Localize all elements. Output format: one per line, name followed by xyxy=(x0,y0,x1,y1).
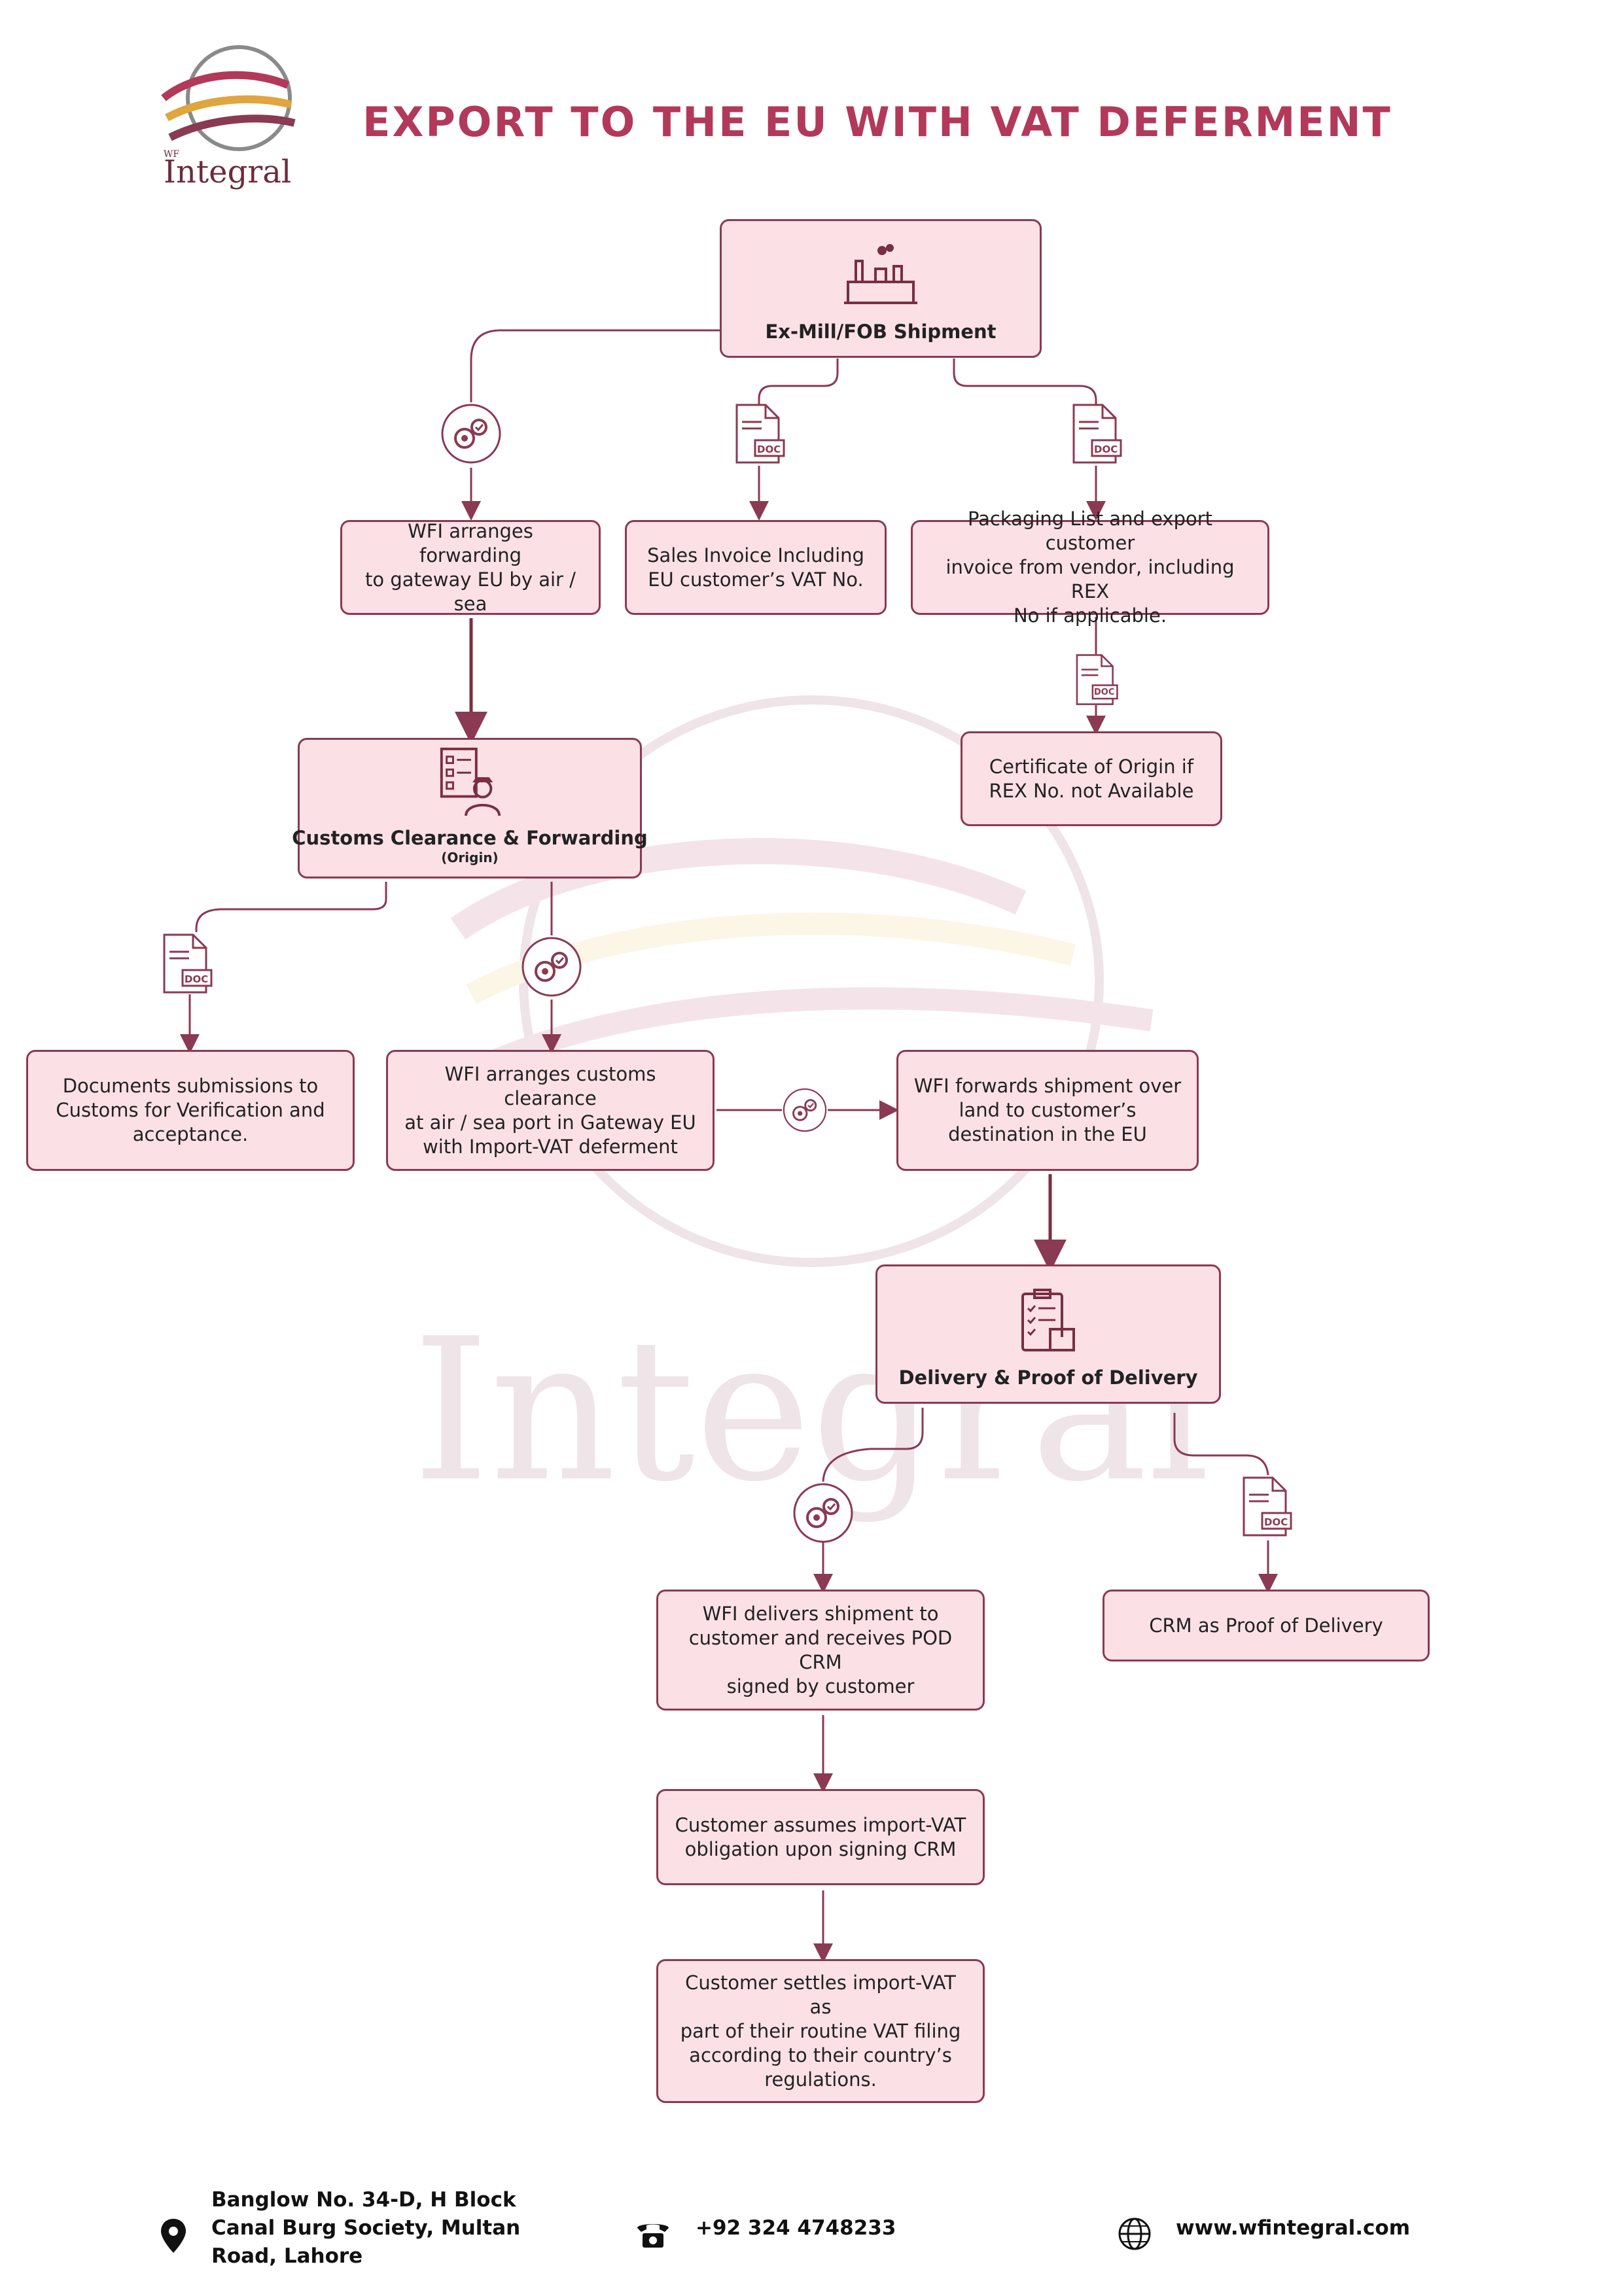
node-forwards-over-land: WFI forwards shipment over land to custo… xyxy=(896,1050,1199,1171)
node-wfi-delivers-shipment: WFI delivers shipment to customer and re… xyxy=(656,1590,985,1711)
footer: Banglow No. 34-D, H Block Canal Burg Soc… xyxy=(0,2178,1624,2276)
footer-address-line: Banglow No. 34-D, H Block xyxy=(211,2188,516,2212)
node-sales-invoice: Sales Invoice Including EU customer’s VA… xyxy=(625,520,887,615)
node-certificate-of-origin: Certificate of Origin if REX No. not Ava… xyxy=(961,731,1222,826)
doc-label: DOC xyxy=(1094,687,1115,697)
footer-address-line: Canal Burg Society, Multan xyxy=(211,2216,521,2240)
document-icon: DOC xyxy=(1073,653,1119,706)
gears-icon xyxy=(782,1087,828,1133)
document-icon: DOC xyxy=(733,402,785,465)
logo-name: Integral xyxy=(164,154,292,190)
globe-icon xyxy=(1118,2218,1151,2250)
gears-icon xyxy=(440,402,503,465)
doc-label: DOC xyxy=(185,973,209,985)
gears-icon xyxy=(792,1482,855,1544)
node-title: Customs Clearance & Forwarding xyxy=(292,827,648,849)
node-customer-settles-vat: Customer settles import-VAT as part of t… xyxy=(656,1959,985,2103)
logo: WF Integral xyxy=(150,39,301,203)
node-exmill-fob-shipment: Ex-Mill/FOB Shipment xyxy=(720,219,1042,358)
node-customer-assumes-vat: Customer assumes import-VAT obligation u… xyxy=(656,1789,985,1885)
logo-small-text: WF xyxy=(164,149,180,160)
factory-icon xyxy=(844,244,917,304)
doc-label: DOC xyxy=(1264,1516,1288,1528)
node-delivery-proof: Delivery & Proof of Delivery xyxy=(875,1264,1221,1404)
node-text: Customer assumes import-VAT obligation u… xyxy=(675,1813,966,1860)
node-text: WFI forwards shipment over land to custo… xyxy=(913,1075,1182,1145)
node-text: Documents submissions to Customs for Ver… xyxy=(56,1075,325,1145)
node-text: Sales Invoice Including EU customer’s VA… xyxy=(647,544,864,591)
document-icon: DOC xyxy=(1070,402,1122,465)
location-pin-icon xyxy=(161,2219,186,2253)
page-title: EXPORT TO THE EU WITH VAT DEFERMENT xyxy=(362,98,1392,146)
node-text: Packaging List and export customer invoi… xyxy=(945,508,1235,627)
node-text: WFI arranges forwarding to gateway EU by… xyxy=(365,519,576,615)
node-subtitle: (Origin) xyxy=(441,850,499,865)
delivery-checklist-icon xyxy=(1021,1289,1075,1351)
node-text: Customer settles import-VAT as part of t… xyxy=(680,1971,961,2091)
gears-icon xyxy=(520,935,583,998)
node-title: Delivery & Proof of Delivery xyxy=(898,1366,1198,1389)
node-customs-clearance-gateway: WFI arranges customs clearance at air / … xyxy=(386,1050,715,1171)
node-crm-proof-of-delivery: CRM as Proof of Delivery xyxy=(1103,1590,1430,1661)
doc-label: DOC xyxy=(1094,444,1118,455)
footer-address-line: Road, Lahore xyxy=(211,2244,363,2268)
footer-phone: +92 324 4748233 xyxy=(696,2216,896,2240)
node-text: CRM as Proof of Delivery xyxy=(1149,1614,1383,1637)
document-icon: DOC xyxy=(1240,1475,1292,1538)
node-text: WFI delivers shipment to customer and re… xyxy=(688,1602,953,1697)
footer-website: www.wfintegral.com xyxy=(1176,2216,1411,2240)
node-title: Ex-Mill/FOB Shipment xyxy=(765,321,997,343)
node-wfi-forwarding: WFI arranges forwarding to gateway EU by… xyxy=(340,520,601,615)
document-icon: DOC xyxy=(160,932,213,995)
doc-label: DOC xyxy=(757,444,781,455)
node-documents-submission: Documents submissions to Customs for Ver… xyxy=(26,1050,355,1171)
node-text: WFI arranges customs clearance at air / … xyxy=(404,1062,696,1158)
customs-officer-checklist-icon xyxy=(440,747,501,816)
node-customs-clearance-forwarding: Customs Clearance & Forwarding (Origin) xyxy=(292,738,648,878)
phone-icon xyxy=(637,2224,669,2248)
node-text: Certificate of Origin if REX No. not Ava… xyxy=(989,755,1194,802)
logo-mark xyxy=(161,45,296,151)
node-packaging-list: Packaging List and export customer invoi… xyxy=(911,508,1269,627)
